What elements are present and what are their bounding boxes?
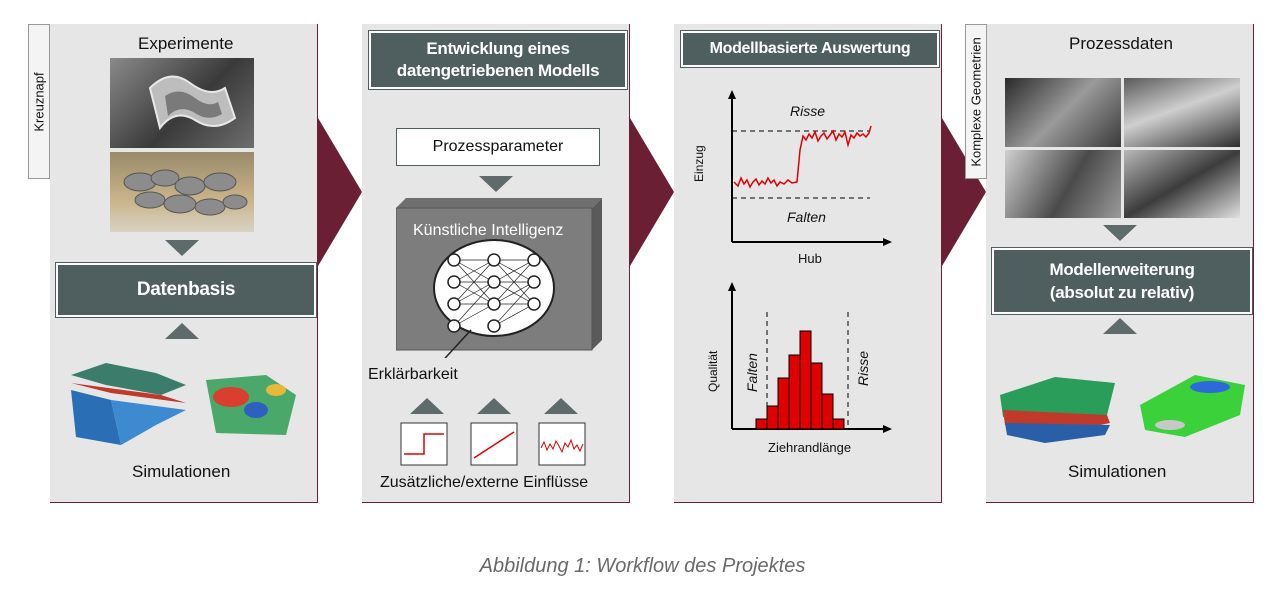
arrow-up-influence-2 xyxy=(477,398,511,414)
influence-noise-graphic xyxy=(538,422,586,466)
experiments-title: Experimente xyxy=(138,34,234,53)
model-extension-box: Modellerweiterung (absolut zu relativ) xyxy=(991,247,1253,315)
panel2-header-line2: datengetriebenen Modells xyxy=(396,61,600,80)
simulation-graphics xyxy=(71,363,296,445)
process-photo-2 xyxy=(1124,78,1240,147)
chart1-xlabel: Hub xyxy=(798,251,822,266)
histogram-bar-4 xyxy=(788,354,801,430)
panel2-header: Entwicklung eines datengetriebenen Model… xyxy=(368,30,628,90)
simulation-graphics-2 xyxy=(1000,375,1245,443)
experiment-part-photo xyxy=(110,58,254,148)
panel2-header-line1: Entwicklung eines xyxy=(426,39,570,58)
histogram-bar-8 xyxy=(832,418,845,430)
panel3-header: Modellbasierte Auswertung xyxy=(680,30,940,68)
histogram-bar-7 xyxy=(821,393,834,430)
chart2-right-label: Risse xyxy=(855,350,871,386)
histogram-bar-1 xyxy=(755,418,768,430)
ai-block-graphic xyxy=(396,198,602,358)
process-data-title: Prozessdaten xyxy=(1069,34,1173,53)
experiment-parts-pile-photo xyxy=(110,152,254,232)
process-parameter-box: Prozessparameter xyxy=(396,128,600,166)
einzug-curve xyxy=(733,125,872,189)
arrow-up-simulations-2 xyxy=(1103,318,1137,334)
ai-label: Künstliche Intelligenz xyxy=(413,222,564,239)
chart2-xlabel: Ziehrandlänge xyxy=(768,440,852,455)
histogram-bar-3 xyxy=(777,377,790,430)
process-parameter-label: Prozessparameter xyxy=(432,138,564,155)
chart-einzug-hub xyxy=(728,90,892,246)
explainability-label: Erklärbarkeit xyxy=(368,366,458,383)
influence-linear-graphic xyxy=(470,422,518,466)
model-extension-line1: Modellerweiterung xyxy=(1049,260,1195,279)
process-photo-1 xyxy=(1005,78,1121,147)
arrow-down-parameters xyxy=(479,176,513,192)
flow-arrow-1 xyxy=(318,118,362,266)
chart1-bottom-label: Falten xyxy=(787,209,826,225)
histogram-bar-6 xyxy=(810,362,823,430)
histogram-bar-5 xyxy=(799,330,812,430)
process-photo-4 xyxy=(1124,150,1240,218)
arrow-up-influence-3 xyxy=(544,398,578,414)
arrow-up-influence-1 xyxy=(410,398,444,414)
flow-arrow-2 xyxy=(630,118,674,266)
arrow-down-experiments xyxy=(165,240,199,256)
chart2-ylabel: Qualität xyxy=(706,350,720,392)
datenbasis-box: Datenbasis xyxy=(55,262,317,318)
influence-step-graphic xyxy=(400,422,448,466)
part-shape-graphic xyxy=(148,75,237,131)
model-extension-line2: (absolut zu relativ) xyxy=(1049,283,1195,302)
side-tab-komplexe-geometrien: Komplexe Geometrien xyxy=(965,24,987,179)
side-tab-kreuznapf: Kreuznapf xyxy=(28,24,50,179)
process-photo-3 xyxy=(1005,150,1121,218)
simulations-label-2: Simulationen xyxy=(1068,462,1167,481)
arrow-down-process-data xyxy=(1103,225,1137,241)
chart1-top-label: Risse xyxy=(790,103,826,119)
side-tab-label-2: Komplexe Geometrien xyxy=(968,36,984,167)
histogram-bar-2 xyxy=(766,405,779,430)
side-tab-label: Kreuznapf xyxy=(31,71,47,132)
chart1-ylabel: Einzug xyxy=(692,145,706,182)
chart-qualitaet-ziehrand xyxy=(728,282,892,433)
external-influences-label: Zusätzliche/externe Einflüsse xyxy=(380,474,589,491)
arrow-up-simulations xyxy=(165,323,199,339)
simulations-label-1: Simulationen xyxy=(132,462,231,481)
figure-caption: Abbildung 1: Workflow des Projektes xyxy=(479,555,806,577)
chart2-left-label: Falten xyxy=(744,353,760,392)
parts-pile-graphic xyxy=(123,169,248,216)
